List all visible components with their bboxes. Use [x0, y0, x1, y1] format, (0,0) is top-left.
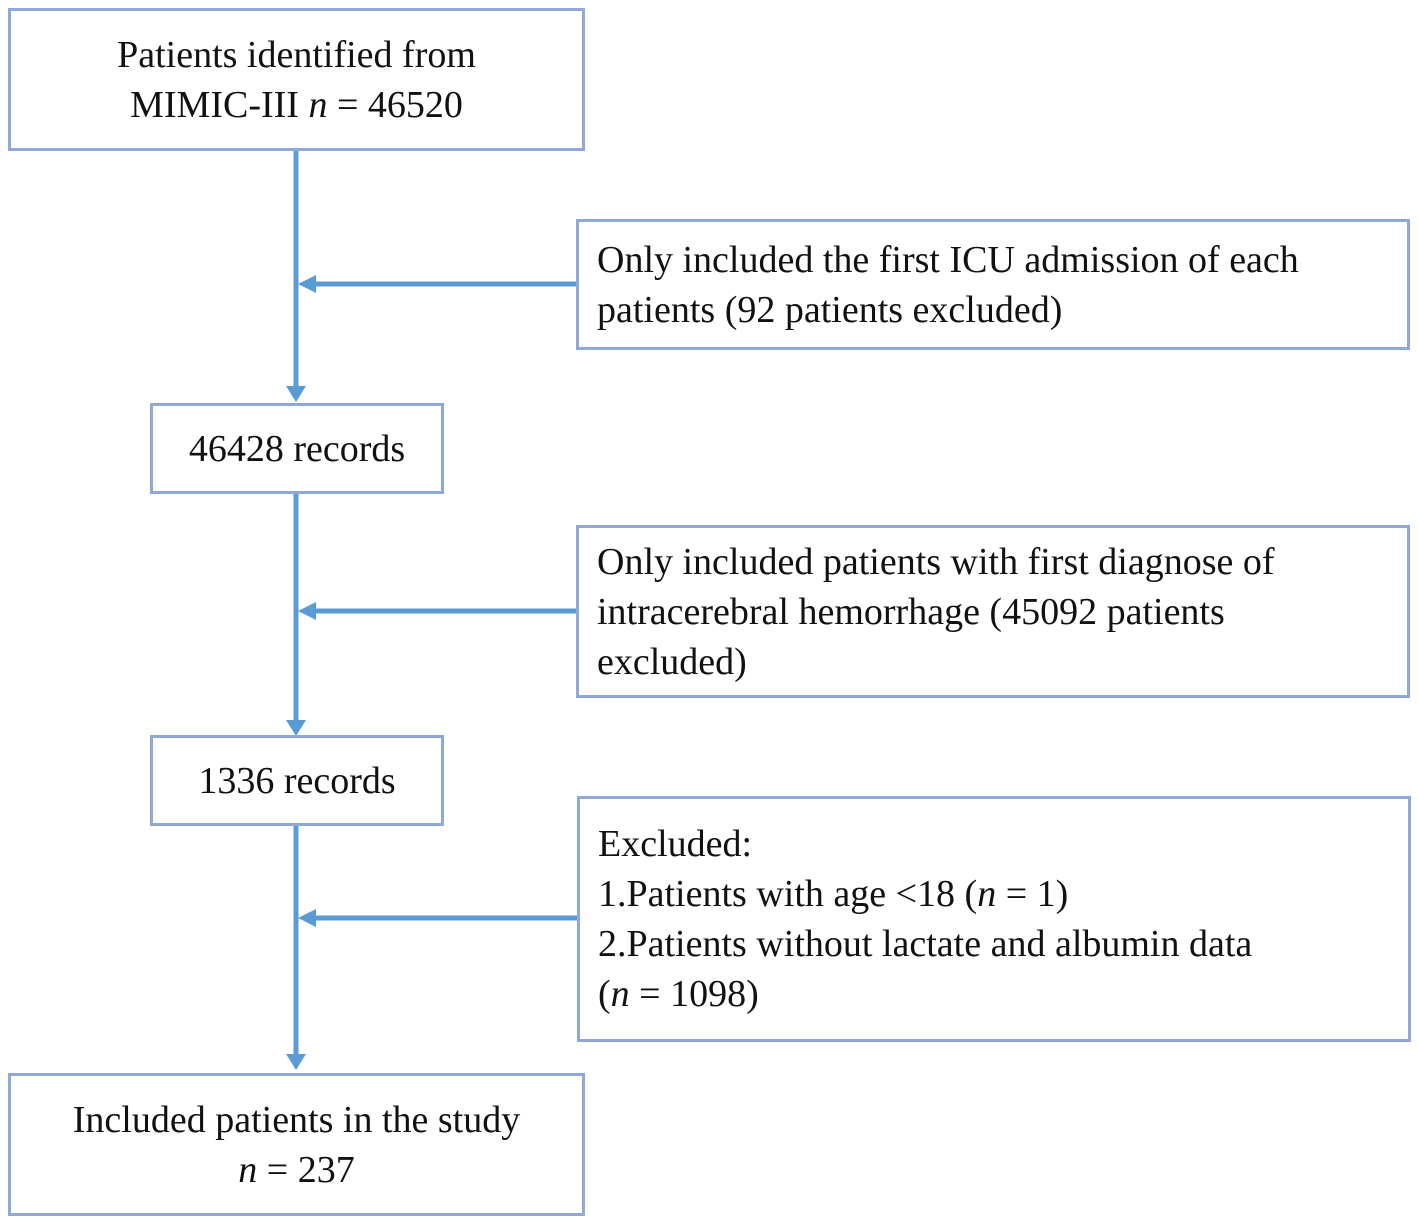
source-count: = 46520	[327, 83, 463, 126]
criteria-item-2-count-line: (n = 1098)	[598, 969, 1396, 1019]
final-line-1: Included patients in the study	[72, 1098, 521, 1141]
criteria-item-1-n-symbol: n	[977, 873, 997, 915]
diagnosis-line-3: excluded)	[597, 640, 747, 683]
exclusion-box-criteria: Excluded: 1.Patients with age <18 (n = 1…	[577, 796, 1411, 1042]
source-n-symbol: n	[308, 83, 328, 126]
main-flow-arrowhead-3	[286, 1054, 306, 1070]
criteria-item-2-n-symbol: n	[610, 973, 630, 1015]
main-flow-arrowhead-1	[286, 386, 306, 402]
first-admission-line-1: Only included the first ICU admission of…	[597, 238, 1299, 281]
criteria-item-1-text: 1.Patients with age <18 (	[598, 873, 978, 915]
source-patients-box: Patients identified from MIMIC-III n = 4…	[8, 8, 585, 151]
diagnosis-line-2: intracerebral hemorrhage (45092 patients	[597, 590, 1225, 633]
exclusion-arrowhead-2	[298, 602, 316, 620]
final-count: = 237	[257, 1148, 355, 1191]
first-admission-line-2: patients (92 patients excluded)	[597, 288, 1063, 331]
source-line-1: Patients identified from	[117, 33, 476, 76]
criteria-heading: Excluded:	[598, 823, 753, 865]
records-box-2: 1336 records	[150, 735, 444, 826]
exclusion-arrowhead-3	[298, 909, 316, 927]
final-n-symbol: n	[238, 1148, 258, 1191]
records-box-1: 46428 records	[150, 403, 444, 494]
source-line-2: MIMIC-III n = 46520	[130, 80, 463, 130]
criteria-item-1-count: = 1)	[996, 873, 1069, 915]
criteria-item-2: 2.Patients without lactate and albumin d…	[598, 923, 1253, 965]
exclusion-arrowhead-1	[298, 275, 316, 293]
exclusion-box-diagnosis: Only included patients with first diagno…	[576, 525, 1410, 698]
source-prefix: MIMIC-III	[130, 83, 309, 126]
criteria-item-2-count: = 1098)	[629, 973, 759, 1015]
records-2-label: 1336 records	[198, 759, 396, 802]
records-1-label: 46428 records	[188, 427, 406, 470]
final-included-box: Included patients in the study n = 237	[8, 1073, 585, 1216]
final-line-2: n = 237	[238, 1145, 354, 1195]
exclusion-box-first-admission: Only included the first ICU admission of…	[576, 219, 1410, 350]
main-flow-arrowhead-2	[286, 720, 306, 736]
criteria-item-2-open-paren: (	[598, 973, 611, 1015]
criteria-item-1: 1.Patients with age <18 (n = 1)	[598, 869, 1396, 919]
diagnosis-line-1: Only included patients with first diagno…	[597, 540, 1275, 583]
